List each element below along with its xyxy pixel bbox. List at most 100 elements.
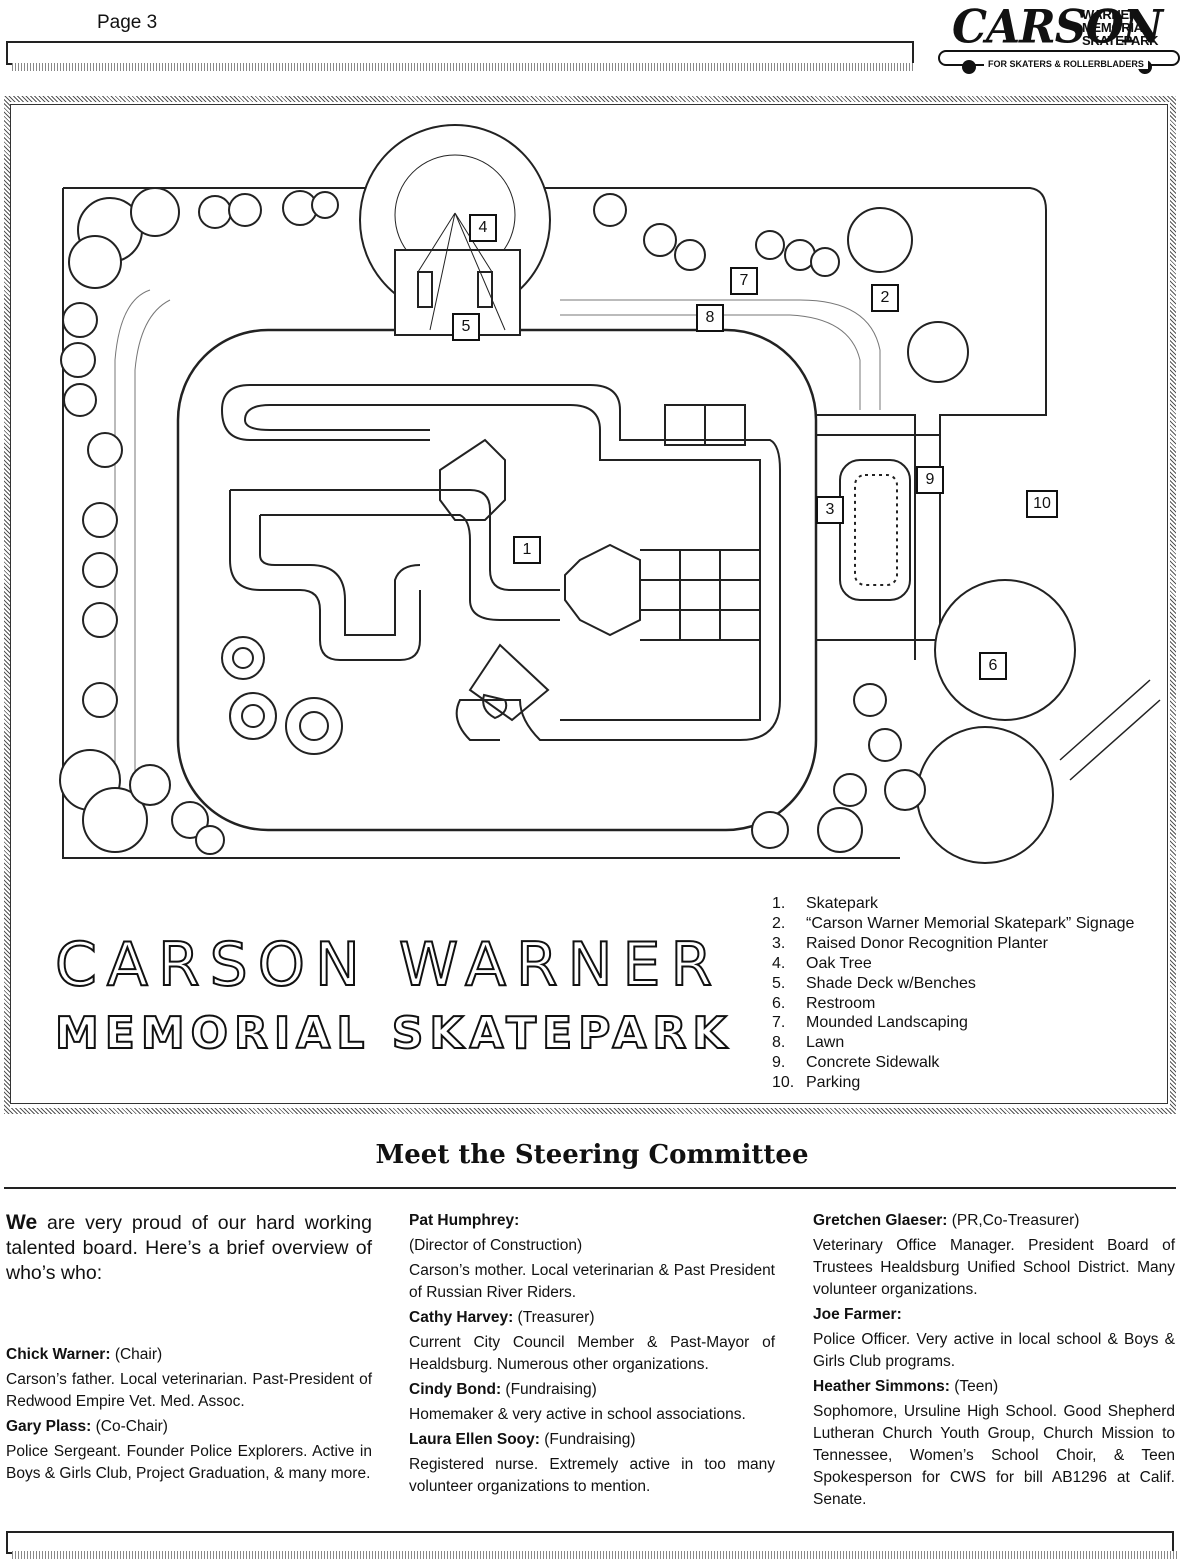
- octagon-feature: [439, 438, 506, 521]
- member-heading: Chick Warner: (Chair): [6, 1344, 372, 1366]
- legend-label: Parking: [806, 1074, 861, 1092]
- member-description: Police Officer. Very active in local sch…: [813, 1331, 1175, 1370]
- callout-2: 2: [871, 284, 899, 312]
- member-heading: Gary Plass: (Co-Chair): [6, 1416, 372, 1438]
- planter: [839, 459, 911, 601]
- callout-7: 7: [730, 267, 758, 295]
- legend-label: Mounded Landscaping: [806, 1014, 968, 1032]
- header-bar-shadow: [12, 63, 915, 71]
- site-boundary: [63, 187, 1047, 660]
- bowl-path: [230, 489, 560, 591]
- member-heading: Joe Farmer:: [813, 1304, 1175, 1326]
- logo-tagline: FOR SKATERS & ROLLERBLADERS: [984, 59, 1148, 69]
- logo-carson-text: CARSON: [952, 0, 1163, 55]
- member-heading: Cathy Harvey: (Treasurer): [409, 1307, 775, 1329]
- callout-4: 4: [469, 214, 497, 242]
- page-number: Page 3: [97, 12, 158, 33]
- member-role: (Co-Chair): [91, 1418, 168, 1435]
- legend-number: 8.: [772, 1034, 786, 1052]
- trees: [59, 124, 1076, 864]
- member-description: Sophomore, Ursuline High School. Good Sh…: [813, 1403, 1175, 1508]
- legend-label: Lawn: [806, 1034, 845, 1052]
- legend-label: Concrete Sidewalk: [806, 1054, 940, 1072]
- site-plan-inner-border: [10, 104, 1168, 1104]
- member-description: Carson’s father. Local veterinarian. Pas…: [6, 1371, 372, 1410]
- legend-number: 7.: [772, 1014, 786, 1032]
- member-role: (PR,Co-Treasurer): [947, 1212, 1080, 1229]
- legend-label: Shade Deck w/Benches: [806, 974, 976, 992]
- site-boundary-left: [62, 188, 900, 859]
- member-name: Gretchen Glaeser:: [813, 1212, 948, 1229]
- member-name: Chick Warner:: [6, 1346, 111, 1363]
- legend-label: “Carson Warner Memorial Skatepark” Signa…: [806, 914, 1135, 932]
- legend-label: Restroom: [806, 994, 876, 1012]
- legend-number: 1.: [772, 895, 786, 912]
- legend-item: 10. Parking: [772, 1073, 1134, 1093]
- member-heading: Gretchen Glaeser: (PR,Co-Treasurer): [813, 1210, 1175, 1232]
- wheel-icon: [962, 60, 976, 74]
- member-list: Gretchen Glaeser: (PR,Co-Treasurer) Veter…: [813, 1210, 1175, 1511]
- footer-bar-shadow: [12, 1551, 1178, 1559]
- member-role: (Fundraising): [501, 1381, 597, 1398]
- legend-number: 2.: [772, 914, 786, 932]
- legend-number: 3.: [772, 934, 786, 952]
- callout-8: 8: [696, 304, 724, 332]
- legend-number: 4.: [772, 954, 786, 972]
- member-heading: Cindy Bond: (Fundraising): [409, 1379, 775, 1401]
- member-list: Chick Warner: (Chair) Carson’s father. Lo…: [6, 1344, 372, 1485]
- legend-item: 6.Restroom: [772, 994, 1134, 1014]
- member-name: Cindy Bond:: [409, 1381, 502, 1398]
- snake-run: [250, 384, 781, 741]
- intro-text: are very proud of our hard working talen…: [6, 1212, 372, 1284]
- legend-item: 3. Raised Donor Recognition Planter: [772, 934, 1134, 954]
- member-name: Cathy Harvey:: [409, 1309, 514, 1326]
- member-name: Joe Farmer:: [813, 1306, 902, 1323]
- logo-line-warner: WARNER: [1082, 7, 1138, 22]
- member-description: Current City Council Member & Past-Mayor…: [409, 1334, 775, 1373]
- callout-10: 10: [1026, 490, 1058, 518]
- intro-paragraph: We are very proud of our hard working ta…: [6, 1210, 372, 1286]
- legend-item: 4. Oak Tree: [772, 954, 1134, 974]
- section-divider: [4, 1187, 1176, 1189]
- committee-column-2: Pat Humphrey: (Director of Construction) C…: [409, 1210, 775, 1501]
- legend-item: 2. “Carson Warner Memorial Skatepark” Sig…: [772, 914, 1134, 934]
- legend-label: Raised Donor Recognition Planter: [806, 934, 1048, 952]
- committee-column-1: We are very proud of our hard working ta…: [6, 1210, 372, 1488]
- member-description: Carson’s mother. Local veterinarian & Pa…: [409, 1262, 775, 1301]
- member-heading: Laura Ellen Sooy: (Fundraising): [409, 1429, 775, 1451]
- member-description: Homemaker & very active in school associ…: [409, 1406, 746, 1423]
- plan-subtitle: MEMORIAL SKATEPARK: [54, 1007, 733, 1060]
- committee-column-3: Gretchen Glaeser: (PR,Co-Treasurer) Veter…: [813, 1210, 1175, 1514]
- member-role: (Director of Construction): [409, 1237, 583, 1254]
- callout-9: 9: [916, 466, 944, 494]
- logo-subtitle: WARNER MEMORIAL SKATEPARK: [1082, 7, 1159, 48]
- member-name: Laura Ellen Sooy:: [409, 1431, 540, 1448]
- member-heading: Pat Humphrey:: [409, 1210, 775, 1232]
- member-role: (Treasurer): [513, 1309, 595, 1326]
- member-name: Heather Simmons:: [813, 1378, 950, 1395]
- member-role: (Fundraising): [539, 1431, 636, 1448]
- legend-number: 9.: [772, 1054, 786, 1072]
- member-name: Gary Plass:: [6, 1418, 92, 1435]
- legend-label: Oak Tree: [806, 954, 872, 972]
- legend-item: 1. Skatepark: [772, 894, 1134, 914]
- legend-number: 5.: [772, 974, 786, 992]
- logo-line-skatepark: SKATEPARK: [1082, 33, 1159, 48]
- skatepark-logo: CARSON WARNER MEMORIAL SKATEPARK FOR SKA…: [934, 0, 1184, 82]
- legend-number: 10.: [772, 1074, 795, 1092]
- legend-item: 9. Concrete Sidewalk: [772, 1053, 1134, 1073]
- member-role: (Teen): [949, 1378, 999, 1395]
- legend-label: Skatepark: [806, 895, 879, 912]
- callout-6: 6: [979, 652, 1007, 680]
- callout-5: 5: [452, 313, 480, 341]
- intro-first-word: We: [6, 1211, 38, 1234]
- logo-line-memorial: MEMORIAL: [1082, 20, 1151, 35]
- plan-title: CARSON WARNER: [54, 929, 723, 1001]
- member-description: Veterinary Office Manager. President Boa…: [813, 1237, 1175, 1298]
- octagon-feature: [564, 543, 641, 637]
- member-role-line: (Director of Construction): [409, 1235, 775, 1257]
- member-description: Registered nurse. Extremely active in to…: [409, 1456, 775, 1495]
- member-list: Pat Humphrey: (Director of Construction) C…: [409, 1210, 775, 1498]
- callout-1: 1: [513, 536, 541, 564]
- member-heading: Heather Simmons: (Teen): [813, 1376, 1175, 1398]
